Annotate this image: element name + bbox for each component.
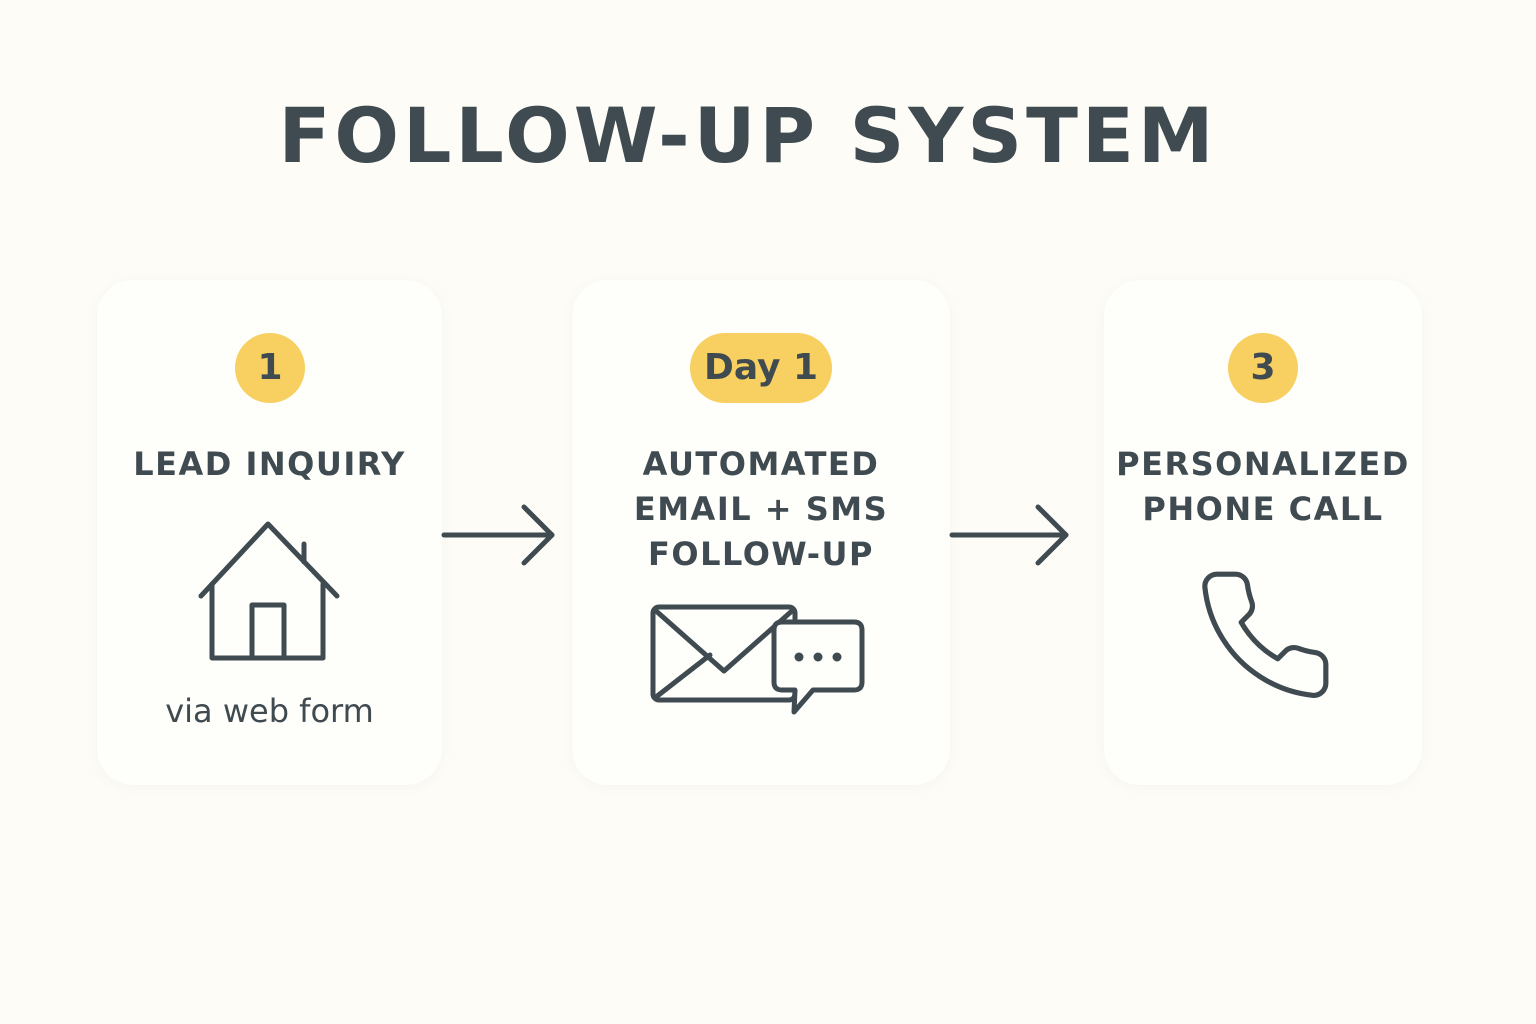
step-title: LEAD INQUIRY bbox=[133, 445, 406, 483]
house-icon bbox=[198, 521, 340, 661]
step-badge: 1 bbox=[235, 333, 305, 403]
phone-icon bbox=[1202, 571, 1329, 698]
step-title: PERSONALIZED PHONE CALL bbox=[1116, 445, 1410, 528]
step-card-automated-follow-up: Day 1 AUTOMATED EMAIL + SMS FOLLOW-UP bbox=[572, 280, 950, 785]
step-card-phone-call: 3 PERSONALIZED PHONE CALL bbox=[1104, 280, 1422, 785]
diagram-title: FOLLOW-UP SYSTEM bbox=[278, 91, 1218, 180]
step-badge: Day 1 bbox=[690, 333, 832, 403]
step-caption: via web form bbox=[165, 692, 374, 730]
step-title: AUTOMATED EMAIL + SMS FOLLOW-UP bbox=[633, 445, 889, 573]
right-arrow-icon bbox=[441, 504, 555, 566]
email-and-chat-icon bbox=[650, 604, 865, 715]
step-card-lead-inquiry: 1 LEAD INQUIRY via web form bbox=[97, 280, 442, 785]
step-badge: 3 bbox=[1228, 333, 1298, 403]
right-arrow-icon bbox=[949, 504, 1069, 566]
